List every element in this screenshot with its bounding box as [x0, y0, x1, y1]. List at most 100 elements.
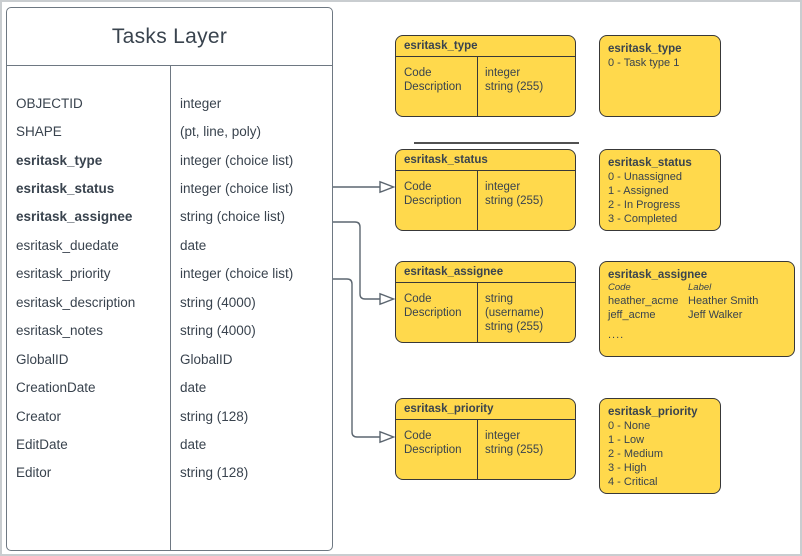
field-name: esritask_priority: [16, 266, 111, 282]
field-row-esritask-status: esritask_status integer (choice list): [7, 174, 332, 202]
column-divider: [170, 66, 171, 550]
domain-field-type: string (255): [485, 195, 544, 207]
domain-field-type: string (username): [484, 293, 544, 319]
field-type: date: [180, 380, 207, 396]
value-item: 1 - Low: [608, 434, 645, 446]
field-row-esritask-priority: esritask_priority integer (choice list): [7, 260, 332, 288]
domain-field: Description: [404, 307, 462, 319]
domain-table-title: esritask_status: [396, 150, 575, 171]
domain-field-type: integer: [485, 181, 521, 193]
value-list-title: esritask_assignee: [608, 269, 708, 281]
domain-field: Code: [404, 67, 432, 79]
field-type: (pt, line, poly): [180, 124, 262, 140]
domain-table-esritask-assignee: esritask_assignee Code Description strin…: [395, 261, 576, 343]
tasks-layer-title: Tasks Layer: [7, 8, 332, 66]
field-name: esritask_duedate: [16, 237, 119, 253]
field-name: esritask_description: [16, 294, 136, 310]
value-item: 1 - Assigned: [608, 185, 669, 197]
value-code: jeff_acme: [608, 309, 656, 321]
domain-field-names: Code Description: [396, 171, 478, 230]
domain-table-body: Code Description integer string (255): [396, 57, 575, 116]
field-type: string (4000): [180, 294, 256, 310]
value-list-esritask-assignee: esritask_assignee Code Label heather_acme…: [599, 261, 795, 357]
field-name: esritask_assignee: [16, 209, 133, 225]
domain-table-title: esritask_priority: [396, 399, 575, 420]
domain-field-types: integer string (255): [478, 171, 543, 230]
domain-field: Description: [404, 195, 462, 207]
column-header-label: Label: [688, 282, 712, 293]
domain-field-type: string (255): [484, 321, 544, 333]
value-item: 2 - In Progress: [608, 199, 681, 211]
field-type: integer (choice list): [180, 181, 294, 197]
value-label: Heather Smith: [688, 295, 759, 307]
domain-table-body: Code Description integer string (255): [396, 171, 575, 230]
value-row: heather_acme Heather Smith: [608, 294, 786, 308]
priority-connector: [333, 278, 380, 438]
assignee-connector: [333, 221, 380, 300]
field-name: CreationDate: [16, 380, 96, 396]
domain-field-names: Code Description: [396, 283, 478, 342]
field-row-objectid: OBJECTID integer: [7, 89, 332, 117]
domain-table-esritask-status: esritask_status Code Description integer…: [395, 149, 576, 231]
domain-field: Code: [404, 293, 432, 305]
field-row-shape: SHAPE (pt, line, poly): [7, 117, 332, 145]
domain-field-types: integer string (255): [478, 57, 543, 116]
field-type: integer (choice list): [180, 266, 294, 282]
domain-field-type: string (255): [485, 444, 544, 456]
column-header-code: Code: [608, 282, 631, 293]
domain-table-esritask-priority: esritask_priority Code Description integ…: [395, 398, 576, 480]
domain-field-types: string (username) string (255): [478, 283, 575, 342]
field-type: integer (choice list): [180, 152, 294, 168]
field-name: esritask_type: [16, 152, 103, 168]
domain-table-body: Code Description integer string (255): [396, 420, 575, 479]
field-type: string (4000): [180, 323, 256, 339]
value-item: 0 - None: [608, 420, 651, 432]
domain-field: Description: [404, 444, 462, 456]
value-list-esritask-priority: esritask_priority 0 - None 1 - Low 2 - M…: [599, 398, 721, 494]
value-item: 4 - Critical: [608, 476, 658, 488]
field-row-esritask-type: esritask_type integer (choice list): [7, 146, 332, 174]
field-row-esritask-duedate: esritask_duedate date: [7, 231, 332, 259]
value-item: 3 - Completed: [608, 213, 678, 225]
domain-field: Description: [404, 81, 462, 93]
domain-table-body: Code Description string (username) strin…: [396, 283, 575, 342]
field-name: OBJECTID: [16, 95, 83, 111]
domain-field-type: integer: [485, 430, 521, 442]
value-list-esritask-status: esritask_status 0 - Unassigned 1 - Assig…: [599, 149, 721, 231]
domain-field-type: integer: [485, 67, 521, 79]
field-name: SHAPE: [16, 124, 62, 140]
value-item: 0 - Unassigned: [608, 171, 682, 183]
field-type: GlobalID: [180, 351, 233, 367]
value-list-title: esritask_priority: [608, 406, 698, 418]
domain-field-names: Code Description: [396, 420, 478, 479]
field-type: date: [180, 436, 207, 452]
domain-table-title: esritask_type: [396, 36, 575, 57]
value-list-title: esritask_status: [608, 157, 692, 169]
value-item: 3 - High: [608, 462, 647, 474]
domain-field-type: string (255): [485, 81, 544, 93]
field-type: integer: [180, 95, 222, 111]
field-type: string (choice list): [180, 209, 286, 225]
field-name: Creator: [16, 408, 62, 424]
value-item: 0 - Task type 1: [608, 57, 680, 69]
domain-field-names: Code Description: [396, 57, 478, 116]
field-row-esritask-description: esritask_description string (4000): [7, 288, 332, 316]
field-row-esritask-assignee: esritask_assignee string (choice list): [7, 203, 332, 231]
field-type: string (128): [180, 465, 249, 481]
value-item: 2 - Medium: [608, 448, 664, 460]
tasks-layer-table: Tasks Layer OBJECTID integer SHAPE (pt, li…: [6, 7, 333, 551]
field-name: esritask_status: [16, 181, 115, 197]
field-list: OBJECTID integer SHAPE (pt, line, poly) es…: [7, 89, 332, 487]
value-list-title: esritask_type: [608, 43, 682, 55]
value-list-ellipsis: ....: [608, 329, 625, 341]
domain-table-title: esritask_assignee: [396, 262, 575, 283]
field-name: GlobalID: [16, 351, 69, 367]
field-type: date: [180, 237, 207, 253]
value-code: heather_acme: [608, 295, 679, 307]
